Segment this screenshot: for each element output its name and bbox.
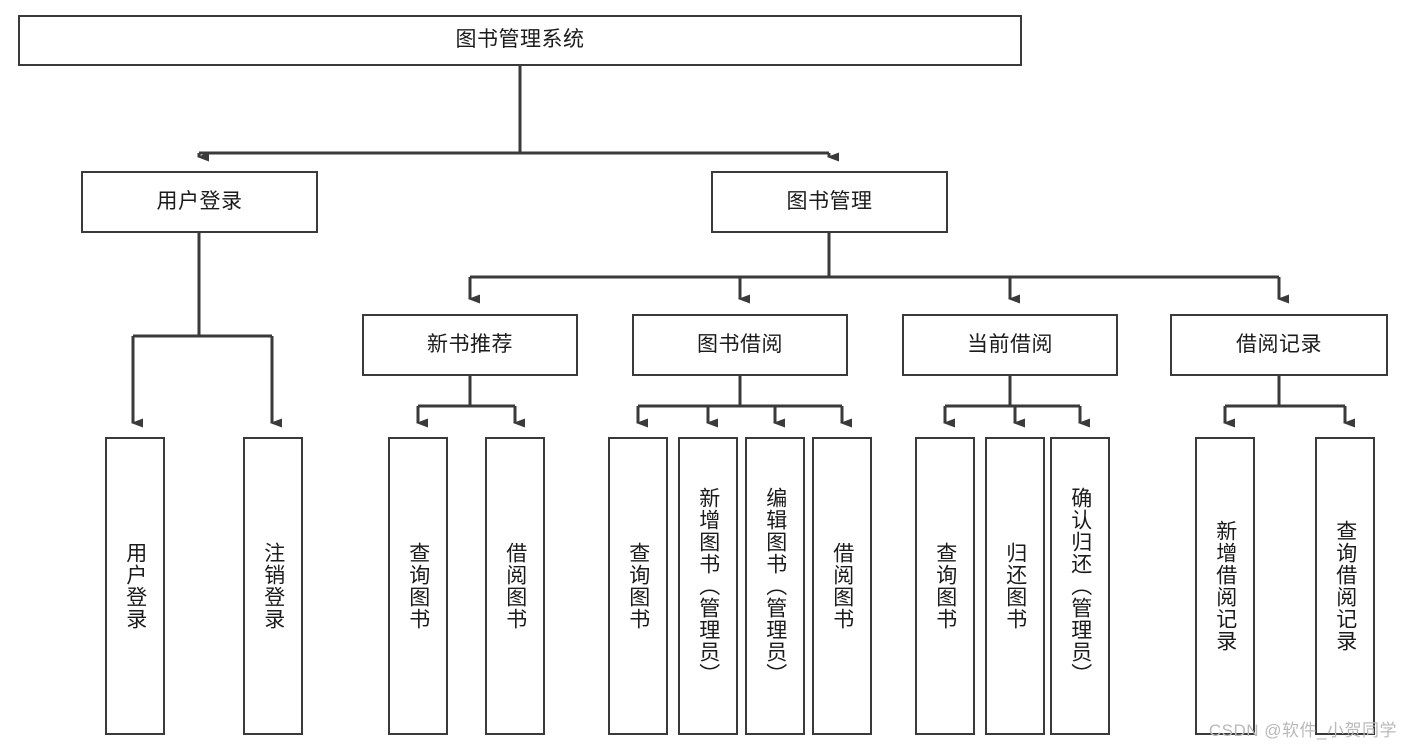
node-current-borrow-label: 当前借阅: [967, 332, 1053, 356]
leaf-confirm-return-admin[interactable]: 确认归还（管理员）: [1050, 437, 1110, 735]
leaf-return-book[interactable]: 归还图书: [985, 437, 1045, 735]
leaf-edit-book-admin-label: 编辑图书（管理员）: [763, 487, 787, 685]
leaf-borrow-book-recommend-label: 借阅图书: [503, 542, 527, 630]
node-new-book-recommend-label: 新书推荐: [427, 332, 513, 356]
node-borrow-record[interactable]: 借阅记录: [1170, 314, 1388, 376]
leaf-user-login-label: 用户登录: [123, 542, 147, 630]
leaf-add-borrow-record-label: 新增借阅记录: [1213, 520, 1237, 652]
leaf-add-book-admin[interactable]: 新增图书（管理员）: [678, 437, 738, 735]
leaf-query-borrow-record[interactable]: 查询借阅记录: [1315, 437, 1375, 735]
watermark-text: CSDN @软件_小贺同学: [1208, 721, 1397, 740]
leaf-add-borrow-record[interactable]: 新增借阅记录: [1195, 437, 1255, 735]
node-current-borrow[interactable]: 当前借阅: [902, 314, 1118, 376]
leaf-query-book-current-label: 查询图书: [933, 542, 957, 630]
node-book-borrow[interactable]: 图书借阅: [632, 314, 848, 376]
leaf-query-borrow-record-label: 查询借阅记录: [1333, 520, 1357, 652]
node-book-management[interactable]: 图书管理: [711, 171, 948, 233]
leaf-borrow-book[interactable]: 借阅图书: [812, 437, 872, 735]
node-book-management-label: 图书管理: [786, 189, 873, 213]
node-borrow-record-label: 借阅记录: [1236, 332, 1322, 356]
leaf-query-book-current[interactable]: 查询图书: [915, 437, 975, 735]
leaf-edit-book-admin[interactable]: 编辑图书（管理员）: [745, 437, 805, 735]
leaf-add-book-admin-label: 新增图书（管理员）: [696, 487, 720, 685]
node-book-borrow-label: 图书借阅: [697, 332, 783, 356]
leaf-borrow-book-label: 借阅图书: [830, 542, 854, 630]
node-user-login-label: 用户登录: [156, 189, 243, 213]
leaf-query-book-recommend-label: 查询图书: [406, 542, 430, 630]
leaf-query-book-borrow-label: 查询图书: [626, 542, 650, 630]
leaf-confirm-return-admin-label: 确认归还（管理员）: [1068, 487, 1092, 685]
leaf-borrow-book-recommend[interactable]: 借阅图书: [485, 437, 545, 735]
node-root[interactable]: 图书管理系统: [18, 15, 1022, 66]
node-user-login[interactable]: 用户登录: [81, 171, 318, 233]
leaf-user-login[interactable]: 用户登录: [105, 437, 165, 735]
leaf-query-book-borrow[interactable]: 查询图书: [608, 437, 668, 735]
node-new-book-recommend[interactable]: 新书推荐: [362, 314, 578, 376]
leaf-return-book-label: 归还图书: [1003, 542, 1027, 630]
node-root-label: 图书管理系统: [455, 28, 585, 52]
leaf-logout-label: 注销登录: [261, 542, 285, 630]
leaf-query-book-recommend[interactable]: 查询图书: [388, 437, 448, 735]
leaf-logout[interactable]: 注销登录: [243, 437, 303, 735]
